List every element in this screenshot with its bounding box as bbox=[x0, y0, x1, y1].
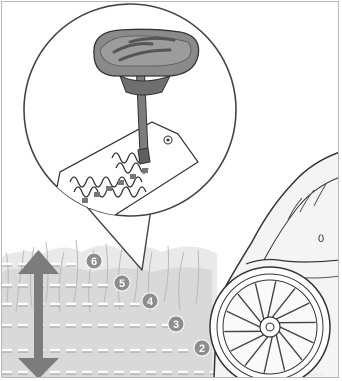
level-badge-label: 3 bbox=[173, 319, 179, 331]
figure-frame: 123456 0 bbox=[1, 1, 339, 378]
level-badge-label: 5 bbox=[119, 278, 125, 290]
illustration: 123456 0 bbox=[2, 2, 339, 378]
level-badge-label: 6 bbox=[91, 256, 97, 268]
level-badge-6: 6 bbox=[86, 253, 102, 269]
level-badge-label: 4 bbox=[147, 296, 154, 308]
level-badge-2: 2 bbox=[194, 340, 210, 356]
level-badge-label: 2 bbox=[199, 343, 205, 355]
level-badge-4: 4 bbox=[142, 293, 158, 309]
figure-code: · · · · · bbox=[308, 372, 322, 378]
level-badge-3: 3 bbox=[168, 316, 184, 332]
svg-text:0: 0 bbox=[318, 233, 324, 245]
level-badge-5: 5 bbox=[114, 275, 130, 291]
mower-wheel bbox=[210, 267, 330, 378]
